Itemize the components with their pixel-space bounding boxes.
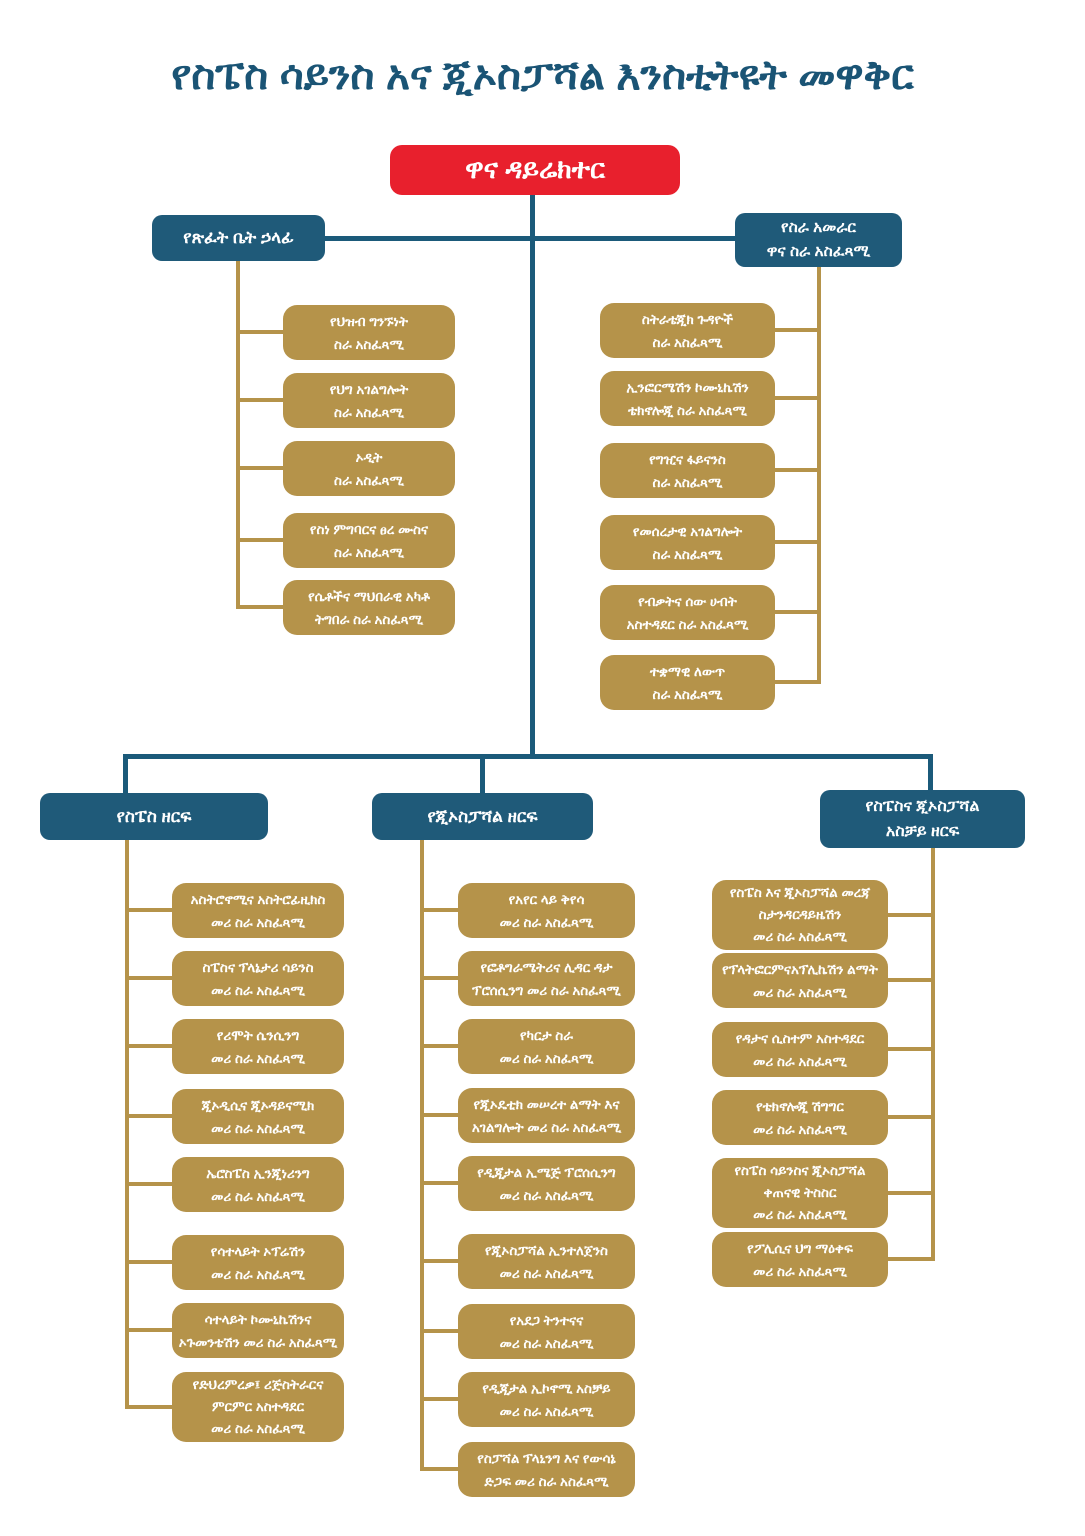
connector-drop-enabler-sector — [928, 754, 933, 794]
node-space-planetary-science: ስፔስና ፕላኔታሪ ሳይንስ መሪ ስራ አስፈጻሚ — [172, 951, 344, 1006]
node-ict: ኢንፎርሜሽን ኮሙኒኬሽን ቴክኖሎጂ ስራ አስፈጻሚ — [600, 371, 775, 426]
connector-stub — [420, 976, 458, 980]
connector-stub — [125, 1182, 172, 1186]
node-director-general: ዋና ዳይሬክተር — [390, 145, 680, 195]
connector-stub — [888, 913, 935, 917]
node-ethics-anticorruption: የስነ ምግባርና ፀረ ሙስና ስራ አስፈጻሚ — [283, 513, 455, 568]
connector-stub — [420, 1259, 458, 1263]
connector-stub — [236, 466, 283, 470]
node-spatial-planning-decision-support: የስፓሻል ፕላኒንግ እና የውሳኔ ድጋፍ መሪ ስራ አስፈጻሚ — [458, 1442, 635, 1497]
connector-drop-geospatial-sector — [480, 754, 485, 796]
node-legal-service: የህግ አገልግሎት ስራ አስፈጻሚ — [283, 373, 455, 428]
connector-stub — [775, 680, 821, 684]
connector-stub — [775, 540, 821, 544]
connector-stub — [125, 1405, 172, 1409]
node-postgraduate-registrar-research: የድህረምረቃ፤ ሪጅስትራርና ምርምር አስተዳደር መሪ ስራ አስፈጻሚ — [172, 1372, 344, 1442]
connector-enabler-vertical — [931, 846, 935, 1261]
node-regional-integration: የስፔስ ሳይንስና ጂኦስፓሻል ቀጠናዊ ትስስር መሪ ስራ አስፈጻሚ — [712, 1158, 888, 1228]
connector-stub — [775, 396, 821, 400]
connector-stub — [775, 468, 821, 472]
node-cartography: የካርታ ስራ መሪ ስራ አስፈጻሚ — [458, 1019, 635, 1074]
node-enabler-sector: የስፔስና ጂኦስፓሻል አስቻይ ዘርፍ — [820, 790, 1025, 848]
connector-drop-space-sector — [123, 754, 128, 796]
node-space-sector: የስፔስ ዘርፍ — [40, 793, 268, 840]
connector-director-trunk — [530, 195, 535, 757]
connector-tier2-horizontal — [123, 754, 933, 759]
node-disaster-analysis: የአደጋ ትንተናና መሪ ስራ አስፈጻሚ — [458, 1304, 635, 1359]
connector-stub — [420, 1397, 458, 1401]
node-institutional-change: ተቋማዊ ለውጥ ስራ አስፈጻሚ — [600, 655, 775, 710]
page-title: የስፔስ ሳይንስ አና ጂኦስፓሻል እንስቲትዩት መዋቅር — [171, 52, 914, 98]
connector-stub — [236, 330, 283, 334]
connector-management-vertical — [817, 265, 821, 684]
connector-tier1-horizontal — [325, 236, 735, 241]
node-astronomy-astrophysics: አስትሮኖሚና አስትሮፊዚክስ መሪ ስራ አስፈጻሚ — [172, 883, 344, 938]
connector-space-vertical — [125, 838, 129, 1409]
connector-office-head-vertical — [236, 260, 240, 609]
node-satellite-operations: የሳተላይት ኦፕሬሽን መሪ ስራ አስፈጻሚ — [172, 1235, 344, 1290]
connector-stub — [888, 1257, 935, 1261]
connector-stub — [125, 976, 172, 980]
connector-stub — [888, 1115, 935, 1119]
node-women-social-inclusion: የሴቶችና ማህበራዊ አካቶ ትግበራ ስራ አስፈጻሚ — [283, 580, 455, 635]
node-geospatial-intelligence: የጂኦስፓሻል ኢንተለጀንስ መሪ ስራ አስፈጻሚ — [458, 1234, 635, 1289]
node-strategic-affairs: ስትራቴጂክ ጉዳዮች ስራ አስፈጻሚ — [600, 303, 775, 358]
connector-stub — [125, 1044, 172, 1048]
node-aerospace-engineering: ኤሮስፔስ ኢንጂነሪንግ መሪ ስራ አስፈጻሚ — [172, 1157, 344, 1212]
connector-geospatial-vertical — [420, 838, 424, 1471]
node-aerial-survey: የአየር ላይ ቅየሳ መሪ ስራ አስፈጻሚ — [458, 883, 635, 938]
connector-stub — [420, 908, 458, 912]
node-satellite-communication-augmentation: ሳተላይት ኮሙኒኬሽንና ኦጉመንቴሽን መሪ ስራ አስፈጻሚ — [172, 1303, 344, 1358]
connector-stub — [236, 538, 283, 542]
node-data-standardization: የስፔስ እና ጂኦስፓሻል መረጃ ስታንዳርዳይዜሽን መሪ ስራ አስፈጻ… — [712, 880, 888, 950]
connector-stub — [236, 398, 283, 402]
node-audit: ኦዲት ስራ አስፈጻሚ — [283, 441, 455, 496]
connector-stub — [420, 1329, 458, 1333]
node-digital-image-processing: የዲጂታል ኢሜጅ ፕሮሰሲንግ መሪ ስራ አስፈጻሚ — [458, 1156, 635, 1211]
node-data-system-administration: የዳታና ሲስተም አስተዳደር መሪ ስራ አስፈጻሚ — [712, 1022, 888, 1077]
node-policy-legal-framework: የፖሊሲና ህግ ማዕቀፍ መሪ ስራ አስፈጻሚ — [712, 1232, 888, 1287]
connector-stub — [420, 1044, 458, 1048]
connector-stub — [125, 1114, 172, 1118]
connector-stub — [888, 978, 935, 982]
connector-stub — [125, 1328, 172, 1332]
connector-stub — [888, 1047, 935, 1051]
node-management-ceo: የስራ አመራር ዋና ስራ አስፈጻሚ — [735, 213, 902, 267]
node-remote-sensing: የሪሞት ሴንሲንግ መሪ ስራ አስፈጻሚ — [172, 1019, 344, 1074]
connector-stub — [125, 1260, 172, 1264]
node-procurement-finance: የግዢና ፋይናንስ ስራ አስፈጻሚ — [600, 443, 775, 498]
node-competency-hr: የብቃትና ሰው ሀብት አስተዳደር ስራ አስፈጻሚ — [600, 585, 775, 640]
connector-stub — [420, 1113, 458, 1117]
connector-stub — [420, 1467, 458, 1471]
node-public-relations: የህዝብ ግንኙነት ስራ አስፈጻሚ — [283, 305, 455, 360]
node-office-head: የጽፈት ቤት ኃላፊ — [152, 215, 325, 261]
connector-stub — [420, 1181, 458, 1185]
connector-stub — [775, 328, 821, 332]
node-geodetic-infrastructure: የጂኦዴቲክ መሠረተ ልማት እና አገልግሎት መሪ ስራ አስፈጻሚ — [458, 1088, 635, 1143]
node-geodesy-geodynamics: ጂኦዲሲና ጂኦዳይናሚክ መሪ ስራ አስፈጻሚ — [172, 1089, 344, 1144]
node-technology-transfer: የቴክኖሎጂ ሽግግር መሪ ስራ አስፈጻሚ — [712, 1090, 888, 1145]
node-photogrammetry-lidar: የፎቶግራሜትሪና ሊዳር ዳታ ፕሮሰሲንግ መሪ ስራ አስፈጻሚ — [458, 951, 635, 1006]
node-platform-application-development: የፕላትፎርምናአፕሊኬሽን ልማት መሪ ስራ አስፈጻሚ — [712, 953, 888, 1008]
connector-stub — [125, 908, 172, 912]
node-geospatial-sector: የጂኦስፓሻል ዘርፍ — [372, 793, 593, 840]
connector-stub — [888, 1191, 935, 1195]
connector-stub — [236, 605, 283, 609]
connector-stub — [775, 610, 821, 614]
node-basic-services: የመሰረታዊ አገልግሎት ስራ አስፈጻሚ — [600, 515, 775, 570]
node-digital-economy-enabler: የዲጂታል ኢኮኖሚ አስቻይ መሪ ስራ አስፈጻሚ — [458, 1372, 635, 1427]
